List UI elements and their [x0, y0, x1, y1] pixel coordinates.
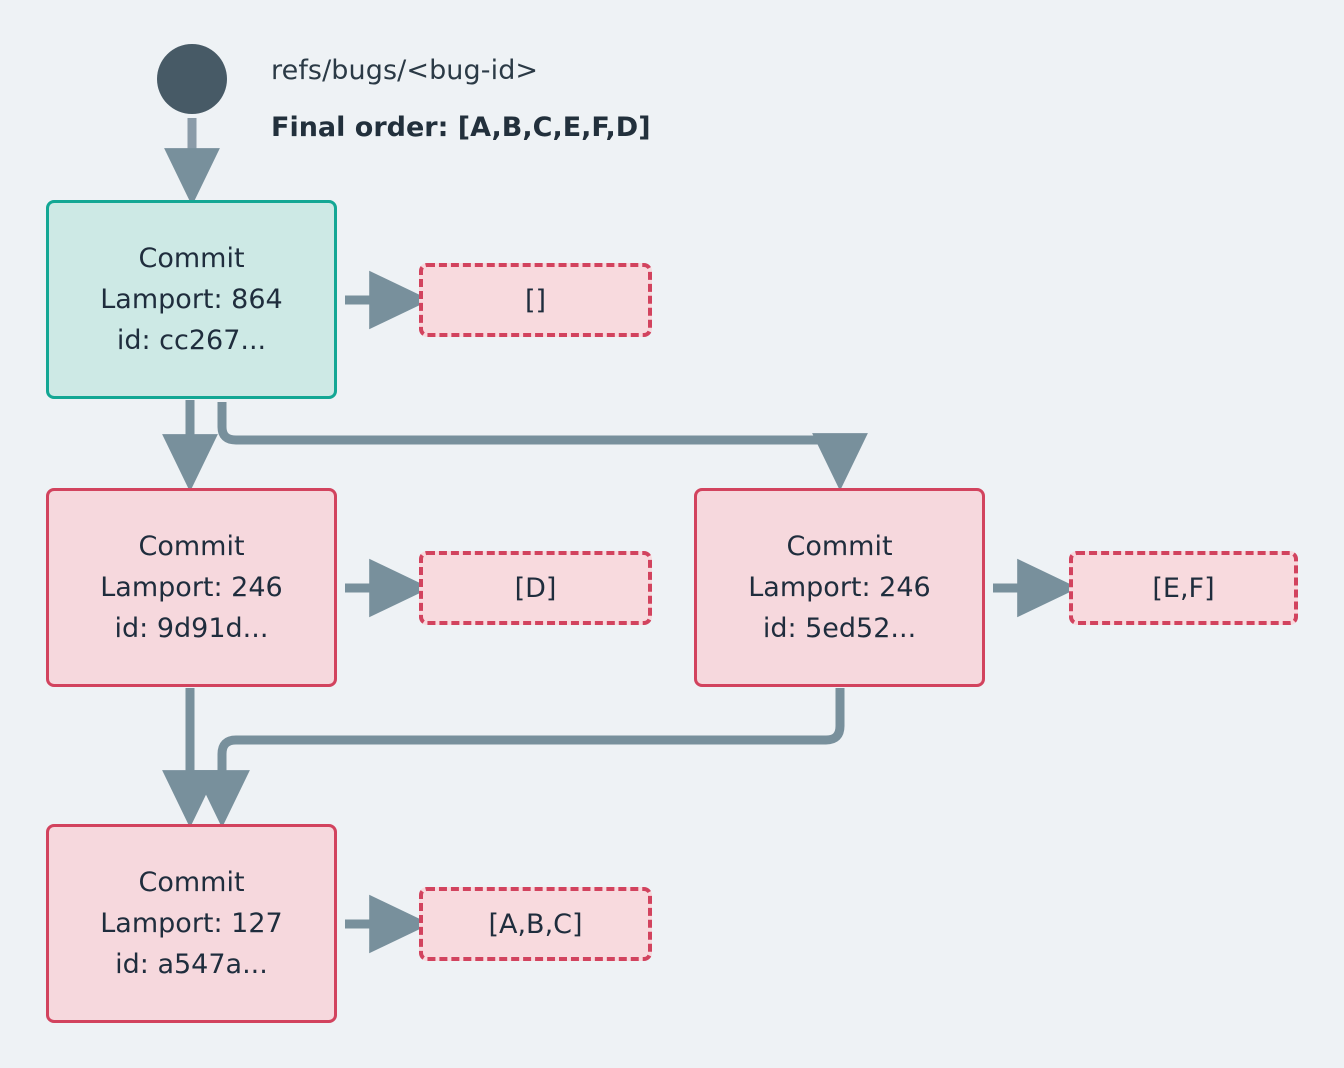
- operations-box-9d91d[interactable]: [D]: [419, 551, 652, 625]
- operations-label: []: [524, 284, 547, 316]
- commit-title: Commit: [138, 243, 245, 274]
- commit-hash: id: cc267...: [116, 325, 267, 356]
- commit-hash: id: a547a...: [115, 949, 268, 980]
- root-circle-icon: [157, 44, 227, 114]
- commit-lamport: Lamport: 246: [748, 572, 931, 603]
- commit-node-9d91d[interactable]: Commit Lamport: 246 id: 9d91d...: [46, 488, 337, 687]
- commit-hash: id: 9d91d...: [114, 613, 269, 644]
- final-order-label: Final order: [A,B,C,E,F,D]: [271, 112, 651, 143]
- commit-title: Commit: [786, 531, 893, 562]
- commit-hash: id: 5ed52...: [762, 613, 917, 644]
- commit-node-cc267[interactable]: Commit Lamport: 864 id: cc267...: [46, 200, 337, 399]
- operations-box-a547a[interactable]: [A,B,C]: [419, 887, 652, 961]
- commit-node-5ed52[interactable]: Commit Lamport: 246 id: 5ed52...: [694, 488, 985, 687]
- commit-node-a547a[interactable]: Commit Lamport: 127 id: a547a...: [46, 824, 337, 1023]
- edge-5ed52-to-a547a: [194, 688, 845, 828]
- operations-box-5ed52[interactable]: [E,F]: [1069, 551, 1298, 625]
- ref-label: refs/bugs/<bug-id>: [271, 55, 539, 86]
- operations-label: [E,F]: [1152, 572, 1215, 604]
- commit-lamport: Lamport: 127: [100, 908, 283, 939]
- edge-cc267-to-5ed52: [217, 402, 868, 491]
- commit-lamport: Lamport: 246: [100, 572, 283, 603]
- commit-title: Commit: [138, 867, 245, 898]
- operations-box-cc267[interactable]: []: [419, 263, 652, 337]
- commit-lamport: Lamport: 864: [100, 284, 283, 315]
- operations-label: [A,B,C]: [488, 908, 583, 940]
- operations-label: [D]: [514, 572, 557, 604]
- commit-title: Commit: [138, 531, 245, 562]
